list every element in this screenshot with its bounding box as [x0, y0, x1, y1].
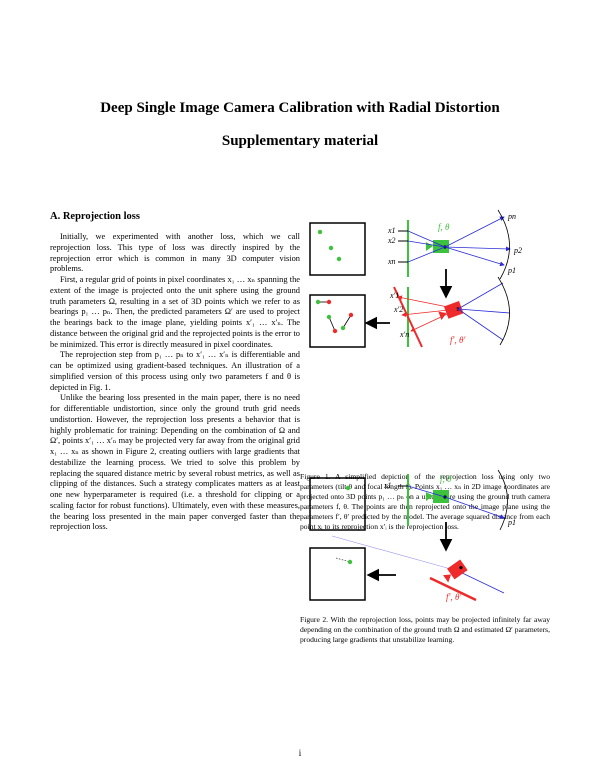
label-f-theta-pred: f′, θ′	[450, 335, 466, 345]
label-x2: x2	[387, 236, 396, 245]
section-heading: A. Reprojection loss	[50, 211, 140, 222]
result-image-frame	[309, 294, 366, 348]
label-p2: p2	[513, 246, 522, 255]
label-p1: p1	[507, 518, 516, 527]
label-f-theta-pred: f′, θ′	[446, 592, 462, 602]
grid-point	[345, 485, 351, 491]
figure-1-caption: Figure 1. A simplified depiction of the …	[300, 472, 550, 531]
figure-2-caption: Figure 2. With the reprojection loss, po…	[300, 615, 550, 644]
paragraph-1: Initially, we experimented with another …	[50, 232, 300, 274]
section-reprojection-loss: A. Reprojection loss Initially, we exper…	[50, 211, 300, 533]
label-x1: x1	[383, 481, 392, 490]
source-image-frame	[309, 477, 366, 531]
unit-sphere-arc	[497, 209, 510, 280]
paragraph-2: First, a regular grid of points in pixel…	[50, 275, 300, 349]
label-f-theta: f, θ	[440, 474, 452, 484]
grid-point	[317, 229, 323, 235]
label-p1: p1	[507, 266, 516, 275]
camera-gt-icon	[433, 490, 449, 503]
figure-2-diagram: x1 f, θ p1 f′, θ′	[309, 469, 516, 602]
label-xn: xn	[387, 257, 396, 266]
blue-far-ray	[331, 535, 459, 572]
grid-point	[336, 256, 342, 262]
camera-pred-icon	[443, 559, 468, 583]
image-plane-pred	[429, 576, 477, 602]
grid-point	[328, 245, 334, 251]
label-xn-pred: x′n	[399, 330, 409, 339]
paragraph-3: The reprojection step from p₁ … pₙ to x′…	[50, 350, 300, 392]
label-x1: x1	[387, 226, 396, 235]
paper-title: Deep Single Image Camera Calibration wit…	[100, 100, 500, 116]
paper-subtitle: Supplementary material	[221, 133, 379, 149]
label-f-theta: f, θ	[438, 222, 450, 232]
label-x2-pred: x′2	[393, 305, 403, 314]
label-pn: pn	[507, 212, 516, 221]
paragraph-4: Unlike the bearing loss presented in the…	[50, 393, 300, 532]
result-image-frame	[309, 547, 366, 601]
figure-1-diagram: x1 x2 xn f, θ pn p2 p1 x′1 x′2 x′n f′, θ…	[309, 209, 522, 348]
source-image-frame	[309, 222, 366, 276]
page-number: i	[298, 748, 302, 758]
label-x1-pred: x′1	[389, 291, 399, 300]
